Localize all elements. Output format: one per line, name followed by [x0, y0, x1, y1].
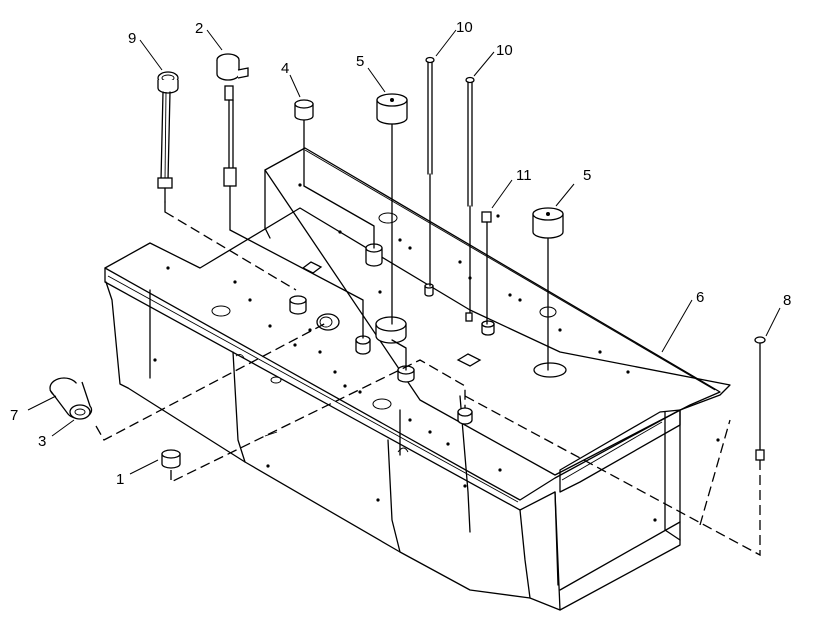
- part-9-sight-gauge: [157, 71, 179, 203]
- part-11-fitting: [481, 211, 492, 223]
- callout-6: 6: [696, 289, 704, 306]
- assembly-lines: [95, 119, 761, 557]
- callout-3: 3: [38, 433, 46, 450]
- part-10-bolt-a: [425, 56, 435, 175]
- part-4-knob: [294, 99, 314, 121]
- side-channel: [559, 409, 681, 493]
- callout-4: 4: [281, 60, 289, 77]
- frame-assembly: [104, 147, 731, 611]
- part-7-3-plug: [49, 377, 93, 420]
- callout-11: 11: [516, 167, 532, 184]
- seated-parts: [289, 243, 567, 425]
- callout-10-a: 10: [456, 19, 473, 36]
- callout-5-lower: 5: [583, 167, 591, 184]
- part-2-sender: [216, 53, 249, 231]
- tab-bracket-right: [456, 353, 482, 367]
- callout-5-upper: 5: [356, 53, 364, 70]
- part-5-mount-upper: [376, 93, 408, 125]
- main-top-plate: [104, 207, 731, 501]
- rear-deck-plate: [264, 147, 721, 476]
- callout-7: 7: [10, 407, 18, 424]
- part-1-grommet: [161, 449, 181, 469]
- part-5-mount-lower: [532, 207, 564, 239]
- plate-holes: [153, 183, 720, 522]
- tab-bracket-left: [301, 261, 323, 274]
- part-10-bolt-b: [465, 76, 475, 207]
- callout-10-b: 10: [496, 42, 513, 59]
- part-8-stud: [754, 336, 766, 461]
- leader-lines: [27, 29, 781, 475]
- callout-8: 8: [783, 292, 791, 309]
- callout-2: 2: [195, 20, 203, 37]
- callout-9: 9: [128, 30, 136, 47]
- callout-labels: 9 2 4 5 10 10 11 5 6 8 7 3 1: [10, 19, 791, 488]
- callout-1: 1: [116, 471, 124, 488]
